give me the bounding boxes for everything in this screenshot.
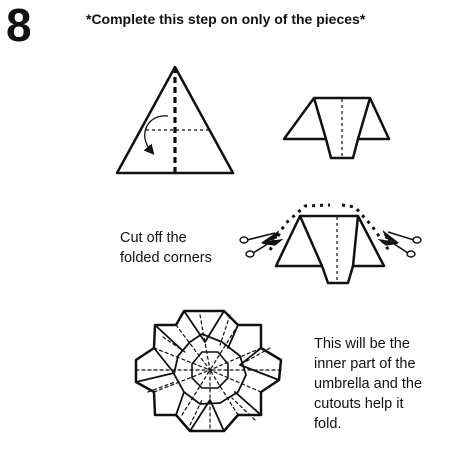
scissors-icon <box>240 232 281 257</box>
cut-instruction-label: Cut off the folded corners <box>120 228 212 268</box>
left-cut-line <box>270 205 330 250</box>
folded-shape-outline <box>284 98 389 158</box>
right-cut-line <box>342 205 390 252</box>
cut-right-crease <box>353 216 358 266</box>
right-flap-crease <box>358 98 370 139</box>
scissors-icon <box>380 232 421 257</box>
umbrella-star-diagram <box>136 311 281 431</box>
result-note: This will be the inner part of the umbre… <box>314 334 464 434</box>
cut-left-crease <box>300 216 322 266</box>
cut-corners-diagram <box>270 205 390 283</box>
triangle-fold-diagram <box>117 67 233 173</box>
left-flap-crease <box>314 98 326 139</box>
curved-arrow-icon <box>145 116 168 151</box>
folded-shape-diagram <box>284 98 389 158</box>
cut-shape-outline <box>276 216 384 283</box>
